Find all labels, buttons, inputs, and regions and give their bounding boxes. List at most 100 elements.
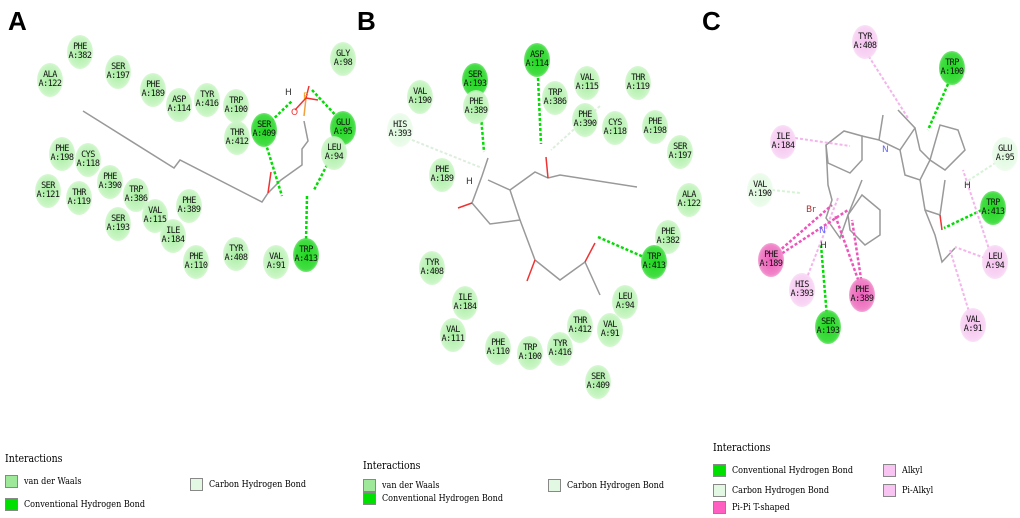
residue-name: ASP [530,50,544,60]
legend-title-c: Interactions [713,441,771,454]
residue-id: A:386 [124,194,148,204]
legend-swatch [883,484,896,497]
legend-swatch [363,479,376,492]
residue-id: A:121 [36,190,60,200]
atom-o: O [291,108,298,118]
legend-swatch [190,478,203,491]
residue-name: TYR [553,339,567,349]
residue-name: TRP [523,343,537,353]
residue-name: PHE [435,165,449,175]
residue-name: TYR [425,258,439,268]
residue-id: A:190 [748,189,772,199]
legend-item: van der Waals [363,479,450,492]
residue-name: TRP [129,185,143,195]
residue-id: A:118 [76,159,100,169]
residue-name: PHE [103,172,117,182]
legend-item: Conventional Hydrogen Bond [363,492,524,505]
residue-name: ASP [172,95,186,105]
residue-id: A:119 [626,82,650,92]
legend-swatch [5,498,18,511]
residue-name: SER [111,214,125,224]
residue-name: CYS [81,150,95,160]
residue-id: A:110 [486,347,510,357]
residue-name: PHE [764,250,778,260]
residue-name: VAL [580,73,594,83]
residue-id: A:408 [420,267,444,277]
residue-id: A:390 [573,119,597,129]
residue-name: PHE [491,338,505,348]
legend-swatch [548,479,561,492]
residue-name: PHE [146,80,160,90]
residue-id: A:115 [143,215,167,225]
ligand-c [825,109,966,264]
residue-name: ILE [776,132,790,142]
residue-id: A:393 [790,289,814,299]
atom-p: P [303,92,309,102]
residue-name: GLU [336,118,350,128]
residue-id: A:382 [656,236,680,246]
residue-id: A:412 [225,137,249,147]
residue-id: A:114 [525,59,549,69]
atom-h: H [820,241,827,251]
panel-label-b: B [357,6,376,36]
legend-item: Alkyl [883,464,926,477]
residue-name: ILE [458,293,472,303]
legend-label: van der Waals [382,480,440,491]
legend-label: Alkyl [902,465,923,476]
residue-name: PHE [189,252,203,262]
residue-id: A:198 [50,153,74,163]
residue-id: A:389 [177,205,201,215]
residue-name: HIS [393,120,407,130]
residue-id: A:416 [548,348,572,358]
legend-item: Carbon Hydrogen Bond [713,484,846,497]
legend-label: Carbon Hydrogen Bond [567,480,665,491]
legend-title-b: Interactions [363,459,421,472]
residue-id: A:193 [106,223,130,233]
legend-swatch [883,464,896,477]
residue-id: A:98 [333,58,353,68]
residue-id: A:389 [850,294,874,304]
residue-name: LEU [618,292,632,302]
residue-name: THR [230,128,244,138]
atom-n: N [882,145,889,155]
legend-item: Pi-Pi T-shaped [713,501,800,514]
residue-name: ALA [682,190,696,200]
residue-id: A:198 [643,126,667,136]
residue-name: PHE [578,110,592,120]
residue-id: A:100 [518,352,542,362]
legend-title-a: Interactions [5,452,63,465]
legend-item: Conventional Hydrogen Bond [713,464,874,477]
residue-id: A:110 [184,261,208,271]
residue-name: VAL [753,180,767,190]
residue-name: VAL [269,252,283,262]
residue-id: A:408 [224,253,248,263]
residue-name: TRP [229,96,243,106]
residue-id: A:197 [106,71,130,81]
